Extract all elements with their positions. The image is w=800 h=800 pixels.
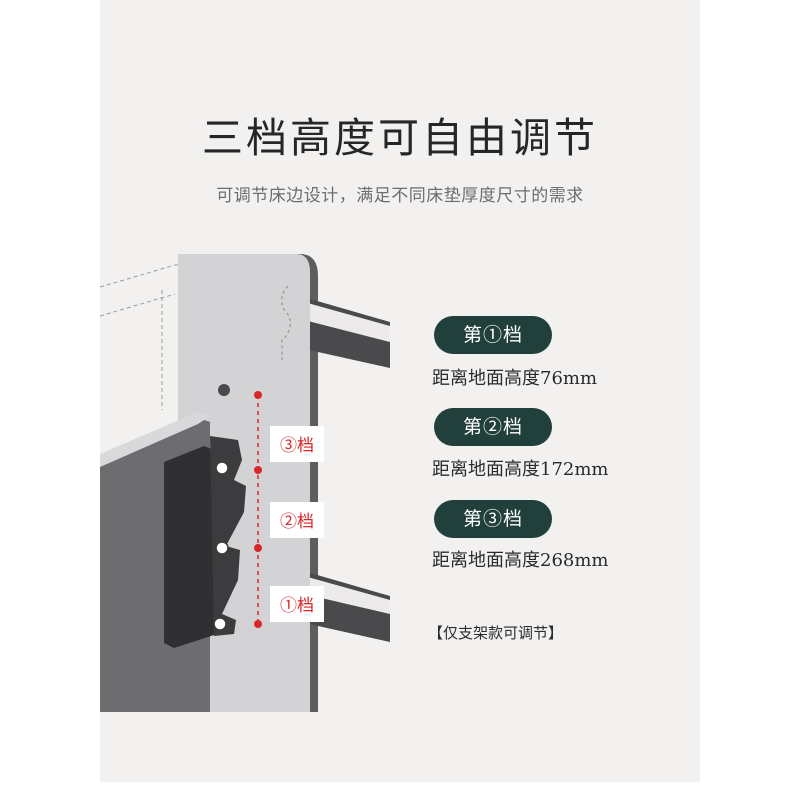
level-2-badge: 第②档 [434,408,552,446]
level-2-height: 距离地面高度172mm [432,459,609,480]
level-3-height: 距离地面高度268mm [432,550,609,571]
bracket-plate [164,446,214,648]
level-1-height: 距离地面高度76mm [432,368,598,389]
hook-bracket [210,436,246,636]
level-marker-3: ③档 [270,426,324,462]
level-marker-3-label: ③档 [280,436,314,456]
level-marker-1-label: ①档 [280,596,314,616]
page-subtitle: 可调节床边设计，满足不同床垫厚度尺寸的需求 [216,186,584,206]
bed-bracket-illustration: ③档 ②档 ①档 [100,254,390,712]
level-marker-2: ②档 [270,502,324,538]
level-3-badge: 第③档 [434,500,552,538]
level-marker-2-label: ②档 [280,512,314,532]
pivot-hole [218,384,230,396]
level-marker-1: ①档 [270,586,324,622]
bracket-only-note: 【仅支架款可调节】 [428,624,564,642]
page-title: 三档高度可自由调节 [202,114,598,162]
level-1-badge: 第①档 [434,316,552,354]
